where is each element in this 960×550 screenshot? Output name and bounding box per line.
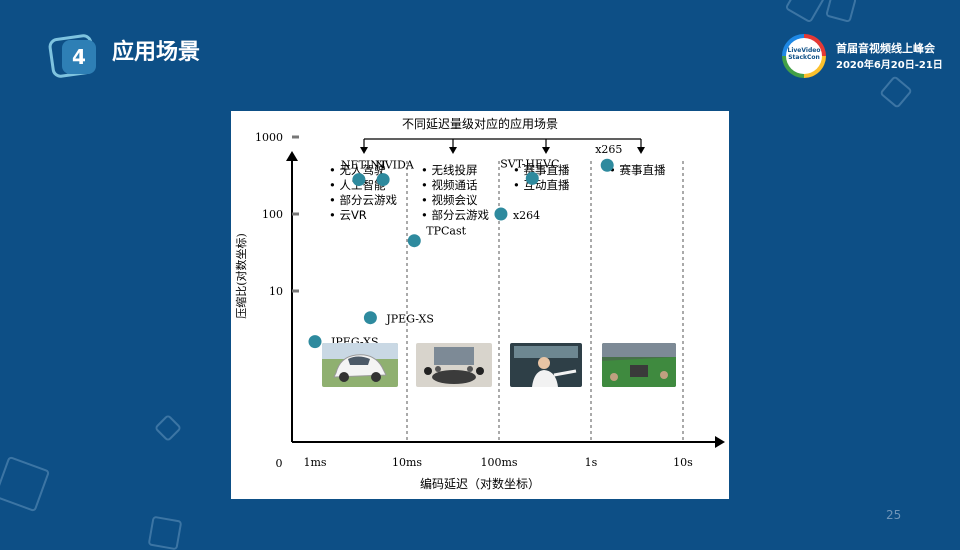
slide-title: 应用场景 bbox=[112, 40, 201, 65]
x-tick-label-1s: 1s bbox=[585, 456, 598, 469]
x-tick-label-100ms: 100ms bbox=[480, 456, 517, 469]
data-point-label-x264: x264 bbox=[513, 209, 540, 222]
scenario-group-2-item-4: • 部分云游戏 bbox=[421, 208, 489, 222]
decorative-cube-left bbox=[153, 413, 183, 443]
chart-panel: 不同延迟量级对应的应用场景 0 10 100 1000 1ms 10ms 100ms 1s 10s… bbox=[231, 111, 729, 499]
y-tick-label-0: 0 bbox=[276, 457, 283, 470]
scenario-group-4-item-1: • 赛事直播 bbox=[609, 163, 666, 177]
data-point-x265 bbox=[600, 158, 614, 172]
y-axis-arrow bbox=[286, 151, 298, 161]
scenario-group-2-item-1: • 无线投屏 bbox=[421, 163, 477, 177]
x-tick-label-1ms: 1ms bbox=[303, 456, 326, 469]
data-point-label-jpeg-xs: JPEG-XS bbox=[385, 313, 434, 326]
x-tick-label-10s: 10s bbox=[673, 456, 693, 469]
title-bracket-arrow-1 bbox=[360, 147, 368, 154]
x-tick-label-10ms: 10ms bbox=[392, 456, 422, 469]
conference-logo-text: LiveVideo StackCon bbox=[786, 38, 822, 74]
decorative-cube-right bbox=[879, 75, 913, 109]
decorative-cube-bottom-left-2 bbox=[147, 515, 183, 550]
scenario-group-1-item-4: • 云VR bbox=[329, 208, 367, 222]
scene-image-live-stream bbox=[510, 343, 582, 387]
x-axis-label: 编码延迟（对数坐标） bbox=[420, 476, 540, 491]
scenario-group-3-item-2: • 互动直播 bbox=[513, 178, 570, 192]
logo-text-line-1: LiveVideo bbox=[787, 47, 821, 54]
y-tick-label-10: 10 bbox=[269, 285, 283, 298]
scene-image-video-conference bbox=[416, 343, 492, 387]
scenario-group-3-item-1: • 赛事直播 bbox=[513, 163, 570, 177]
decorative-cube-bottom-left bbox=[0, 455, 51, 513]
data-point-label-x265: x265 bbox=[595, 143, 622, 156]
scene-image-self-driving-car bbox=[322, 343, 398, 387]
data-point-tpcast bbox=[407, 234, 421, 248]
y-tick-label-100: 100 bbox=[262, 208, 283, 221]
data-point-jpeg-xs bbox=[308, 335, 322, 349]
scenario-group-1-item-3: • 部分云游戏 bbox=[329, 193, 397, 207]
data-point-label-netint: NETINT bbox=[341, 159, 388, 172]
title-bracket-arrow-2 bbox=[449, 147, 457, 154]
data-point-jpeg-xs bbox=[363, 311, 377, 325]
y-axis-label: 压缩比(对数坐标) bbox=[234, 233, 248, 319]
y-tick-label-1000: 1000 bbox=[255, 131, 283, 144]
scenario-group-2-item-3: • 视频会议 bbox=[421, 193, 478, 207]
latency-compression-chart: 不同延迟量级对应的应用场景 0 10 100 1000 1ms 10ms 100ms 1s 10s… bbox=[234, 116, 725, 491]
title-bracket-arrow-4 bbox=[637, 147, 645, 154]
decorative-cube-top-right-2 bbox=[825, 0, 857, 23]
data-point-x264 bbox=[494, 207, 508, 221]
data-point-nvida bbox=[376, 173, 390, 187]
chart-title: 不同延迟量级对应的应用场景 bbox=[402, 116, 558, 131]
scene-image-sports-stadium bbox=[602, 343, 676, 387]
page-number: 25 bbox=[886, 508, 902, 522]
data-point-label-svt-hevc: SVT-HEVC bbox=[500, 157, 559, 170]
section-number-badge: 4 bbox=[62, 40, 96, 74]
data-point-svt-hevc bbox=[525, 171, 539, 185]
title-bracket-arrow-3 bbox=[542, 147, 550, 154]
scenario-group-2-item-2: • 视频通话 bbox=[421, 178, 478, 192]
data-point-netint bbox=[352, 173, 366, 187]
conference-name: 首届音视频线上峰会 bbox=[836, 42, 935, 55]
x-axis-arrow bbox=[715, 436, 725, 448]
data-point-label-nvida: NVIDA bbox=[375, 159, 415, 172]
data-point-label-tpcast: TPCast bbox=[426, 225, 466, 238]
logo-text-line-2: StackCon bbox=[788, 54, 820, 61]
decorative-cube-top-right bbox=[784, 0, 826, 24]
scenario-group-1-item-1: • 无人驾驶 bbox=[329, 163, 386, 177]
conference-date: 2020年6月20日-21日 bbox=[836, 60, 943, 71]
